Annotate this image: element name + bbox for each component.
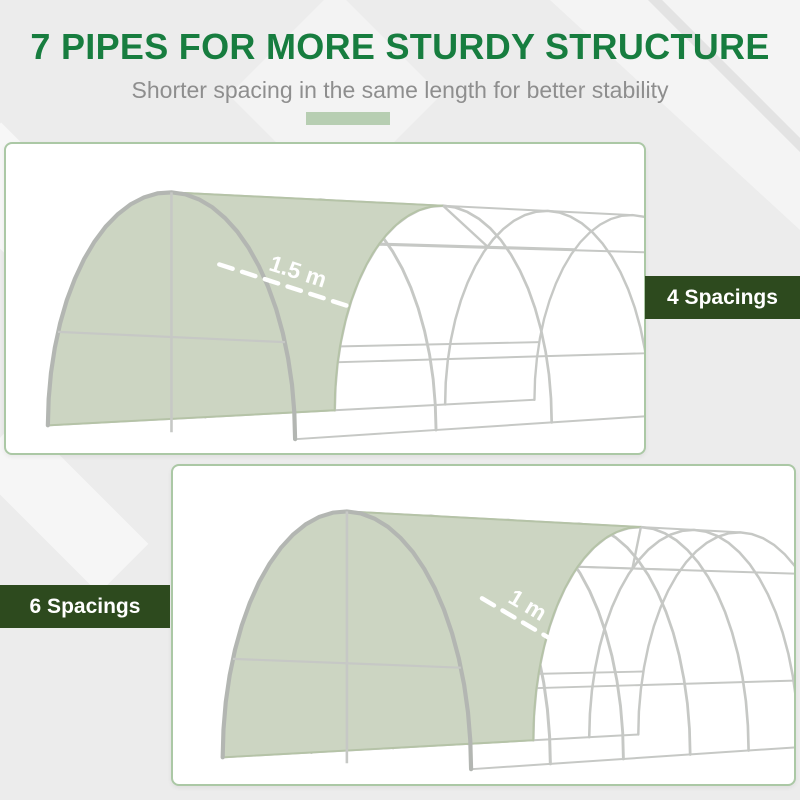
hoop-pipe <box>443 209 644 406</box>
panel-4-spacings: 1.5 m <box>4 142 646 455</box>
purlin-rail <box>471 746 794 771</box>
page-title: 7 PIPES FOR MORE STURDY STRUCTURE <box>30 26 770 67</box>
purlin-rail <box>288 352 644 365</box>
greenhouse-illustration-4-spacings: 1.5 m <box>45 190 644 442</box>
dimension-line <box>217 262 369 315</box>
front-hoop-pipe <box>45 190 298 442</box>
hoop-pipe <box>637 531 794 736</box>
tarp-cover <box>221 510 641 759</box>
header: 7 PIPES FOR MORE STURDY STRUCTURE Shorte… <box>0 0 800 104</box>
gable-crossbar <box>57 330 285 344</box>
gable-crossbar <box>232 657 461 669</box>
page-subtitle: Shorter spacing in the same length for b… <box>131 77 669 103</box>
diagonal-brace <box>631 526 643 569</box>
purlin-rail <box>295 415 644 441</box>
dimension-line <box>479 596 558 645</box>
title-accent-bar <box>306 112 390 125</box>
panel-6-spacings: 1 m <box>171 464 796 786</box>
badge-4-spacings: 4 Spacings <box>645 276 800 319</box>
hoop-pipe <box>587 528 794 739</box>
diagonal-brace <box>442 204 489 248</box>
front-hoop-pipe <box>220 509 474 772</box>
greenhouse-illustration-6-spacings: 1 m <box>220 509 794 772</box>
badge-6-spacings: 6 Spacings <box>0 585 170 628</box>
hoop-pipe <box>533 213 644 401</box>
